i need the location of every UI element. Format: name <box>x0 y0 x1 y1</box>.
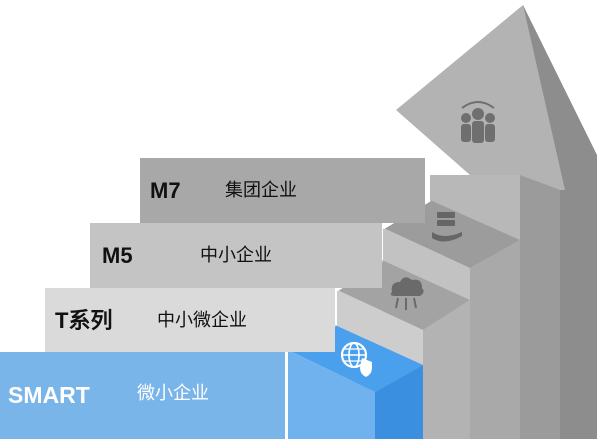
team-icon <box>461 101 495 143</box>
tier-bar-smart: SMART 微小企业 <box>0 352 285 439</box>
tier-code: M5 <box>102 243 133 268</box>
globe-shield-icon <box>340 341 372 377</box>
tier-bar-t: T系列 中小微企业 <box>45 288 335 352</box>
arrow-head-front <box>396 5 565 190</box>
tier-code: SMART <box>8 382 90 408</box>
tier-code: M7 <box>150 178 181 203</box>
tier-desc: 微小企业 <box>137 383 209 404</box>
tier-bar-m5: M5 中小企业 <box>90 223 382 288</box>
cloud-network-icon <box>390 277 424 310</box>
step1-front <box>288 350 375 439</box>
step2-side <box>423 300 470 439</box>
arrow-shaft-side <box>520 175 560 439</box>
tier-desc: 集团企业 <box>225 180 297 201</box>
tier-desc: 中小企业 <box>200 245 272 266</box>
tier-desc: 中小微企业 <box>157 310 247 331</box>
tier-bar-m7: M7 集团企业 <box>140 158 425 223</box>
server-hand-icon <box>432 212 462 242</box>
step3-side <box>470 240 520 439</box>
tier-code: T系列 <box>55 308 113 333</box>
step1-side <box>375 365 423 439</box>
